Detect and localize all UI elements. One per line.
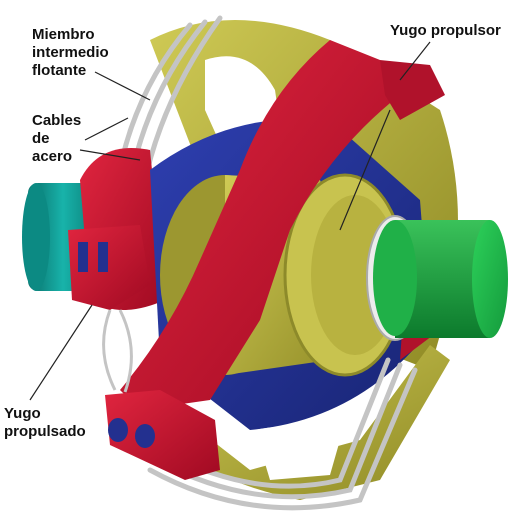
driven-yoke-upper-block bbox=[68, 225, 150, 310]
floating-member-label: Miembro intermedio flotante bbox=[32, 26, 109, 79]
steel-cables-label: Cables de acero bbox=[32, 112, 82, 165]
leader-lines bbox=[29, 41, 431, 401]
cable-loop bbox=[102, 309, 133, 393]
output-shaft bbox=[366, 215, 508, 341]
driven-yoke-block bbox=[105, 390, 220, 480]
driven-yoke-label: Yugo propulsado bbox=[4, 405, 86, 440]
driving-yoke-label: Yugo propulsor bbox=[390, 22, 501, 39]
